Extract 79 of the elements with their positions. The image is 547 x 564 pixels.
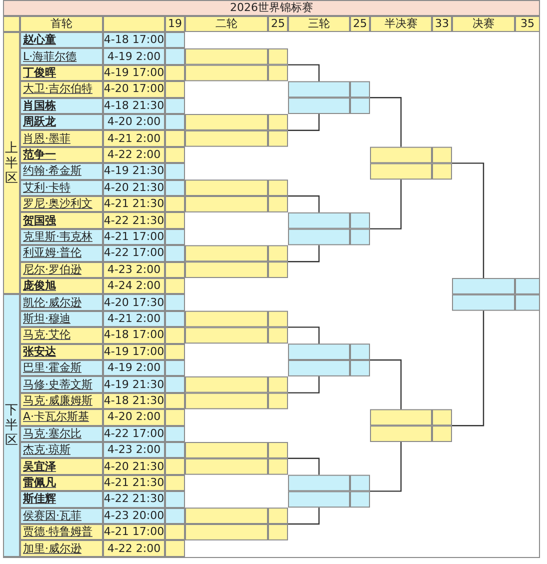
half-label: 上半区: [5, 140, 18, 186]
match-time: 4-19 17:00: [103, 64, 165, 82]
player-name: 肖国栋: [20, 98, 103, 114]
match-time: 4-24 2:00: [103, 278, 165, 294]
match-time: 4-18 17:00: [103, 327, 165, 344]
player-name: 约翰·希金斯: [20, 163, 103, 180]
player-name: 艾利·卡特: [20, 180, 103, 196]
player-name: 斯佳辉: [20, 491, 103, 508]
match-time: 4-23 2:00: [103, 262, 165, 278]
player-name: 吴宜泽: [20, 458, 103, 475]
column-header: 25: [268, 16, 288, 32]
match-time: 4-20 21:30: [103, 458, 165, 475]
title: 2026世界锦标赛: [3, 0, 540, 16]
player-name: 马克·塞尔比: [20, 426, 103, 442]
player-name: 贺国强: [20, 212, 103, 229]
match-time: 4-19 2:00: [103, 360, 165, 376]
player-name: L·海菲尔德: [20, 48, 103, 65]
player-name: 赵心童: [20, 32, 103, 48]
match-time: 4-19 2:00: [103, 48, 165, 65]
player-name: 加里·威尔逊: [20, 540, 103, 557]
player-name: 马克·艾伦: [20, 327, 103, 344]
player-name: 马修·史蒂文斯: [20, 376, 103, 393]
player-name: 大卫·吉尔伯特: [20, 81, 103, 98]
player-name: 尼尔·罗伯逊: [20, 262, 103, 278]
match-time: 4-18 17:00: [103, 32, 165, 48]
player-name: 巴里·霍金斯: [20, 360, 103, 376]
player-name: 杰克·琼斯: [20, 442, 103, 458]
half-band: [3, 32, 20, 294]
player-name: 侯赛因·瓦菲: [20, 508, 103, 524]
match-time: 4-23 2:00: [103, 442, 165, 458]
column-header: 首轮: [20, 16, 103, 32]
match-time: 4-20 2:00: [103, 114, 165, 130]
player-name: 斯坦·穆迪: [20, 310, 103, 328]
player-name: 克里斯·韦克林: [20, 228, 103, 246]
player-name: 利亚姆·普伦: [20, 245, 103, 262]
half-label: 下半区: [5, 403, 18, 448]
match-time: 4-22 21:30: [103, 212, 165, 229]
player-name: 罗尼·奥沙利文: [20, 196, 103, 212]
column-header: 35: [515, 16, 540, 32]
match-time: 4-19 21:30: [103, 376, 165, 393]
match-time: 4-20 21:30: [103, 180, 165, 196]
player-name: 范争一: [20, 146, 103, 164]
match-time: 4-20 17:00: [103, 81, 165, 98]
match-time: 4-22 21:30: [103, 491, 165, 508]
match-time: 4-21 17:00: [103, 524, 165, 540]
column-header: 三轮: [288, 16, 350, 32]
column-header: 半决赛: [370, 16, 432, 32]
match-time: 4-21 2:00: [103, 310, 165, 328]
player-name: 张安达: [20, 344, 103, 360]
match-time: 4-18 21:30: [103, 392, 165, 410]
match-time: 4-22 2:00: [103, 146, 165, 164]
match-time: 4-18 21:30: [103, 98, 165, 114]
match-time: 4-21 21:30: [103, 474, 165, 492]
player-name: 肖恩·墨菲: [20, 130, 103, 147]
column-header: 25: [350, 16, 370, 32]
match-time: 4-21 17:00: [103, 228, 165, 246]
match-time: 4-20 2:00: [103, 409, 165, 426]
match-time: 4-22 2:00: [103, 540, 165, 557]
half-band: [3, 294, 20, 557]
player-name: 马克·威廉姆斯: [20, 392, 103, 410]
match-time: 4-22 17:00: [103, 245, 165, 262]
player-name: A·卡瓦尔斯基: [20, 409, 103, 426]
match-time: 4-21 21:30: [103, 196, 165, 212]
match-time: 4-22 17:00: [103, 426, 165, 442]
match-time: 4-20 17:30: [103, 294, 165, 311]
match-time: 4-23 20:00: [103, 508, 165, 524]
player-name: 凯伦·威尔逊: [20, 294, 103, 311]
player-name: 丁俊晖: [20, 64, 103, 82]
player-name: 贾德·特鲁姆普: [20, 524, 103, 540]
column-header: 二轮: [185, 16, 268, 32]
match-time: 4-19 17:00: [103, 344, 165, 360]
match-time: 4-21 2:00: [103, 130, 165, 147]
column-header: 决赛: [452, 16, 515, 32]
column-header: 19: [165, 16, 185, 32]
player-name: 雷佩凡: [20, 474, 103, 492]
player-name: 周跃龙: [20, 114, 103, 130]
column-header: 33: [432, 16, 452, 32]
player-name: 庞俊旭: [20, 278, 103, 294]
match-time: 4-19 21:30: [103, 163, 165, 180]
